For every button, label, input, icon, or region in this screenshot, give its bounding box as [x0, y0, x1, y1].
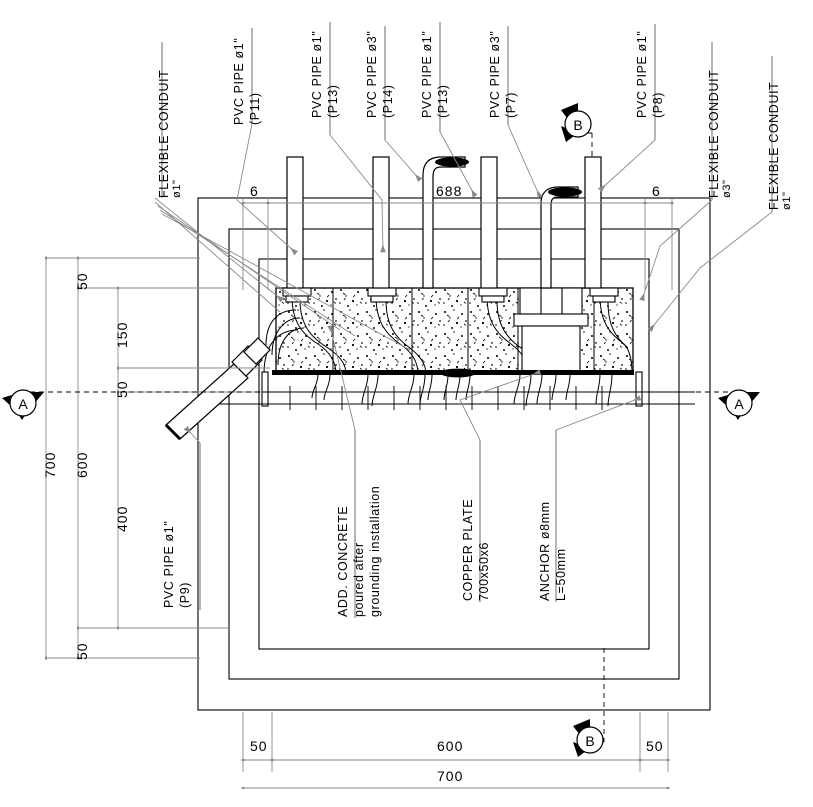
label-flexible-conduit-3in-dia: ø3": [721, 179, 733, 198]
dimension-lines: [45, 198, 674, 789]
dim-left-700: 700: [42, 451, 58, 478]
dim-bottom-600: 600: [437, 738, 464, 754]
vertical-pipes: [286, 156, 602, 289]
dim-left-50-bottom: 50: [74, 642, 90, 660]
dim-left-50-top: 50: [74, 272, 90, 290]
dim-left-400: 400: [114, 505, 130, 532]
label-pvc-p9: PVC PIPE ø1": [162, 520, 176, 608]
dim-left-600: 600: [74, 451, 90, 478]
label-flexible-conduit-left: FLEXIBLE CONDUIT: [157, 69, 171, 198]
label-flexible-conduit-1in: FLEXIBLE CONDUIT: [767, 81, 781, 210]
dim-bottom-50-right: 50: [646, 738, 664, 754]
ground-wires: [311, 374, 613, 407]
label-pvc-p9-tag: (P9): [178, 581, 192, 608]
copper-plate-bar: [272, 368, 634, 378]
label-underline-rules: [161, 22, 773, 618]
svg-text:A: A: [18, 396, 28, 412]
label-pvc-p13-b: PVC PIPE ø1": [420, 30, 434, 118]
label-anchor: ANCHOR ø8mm: [538, 501, 552, 601]
dim-left-150: 150: [114, 321, 130, 348]
label-pvc-p7-tag: (P7): [504, 91, 518, 118]
lower-hatched-band: [213, 386, 695, 410]
dim-bottom-700: 700: [437, 768, 464, 784]
anchor-studs: [261, 371, 643, 407]
dim-bottom-50-left: 50: [250, 738, 268, 754]
dim-top-center-688: 688: [436, 183, 463, 199]
dim-left-50-inner: 50: [114, 380, 130, 398]
label-flexible-conduit-left-dia: ø1": [171, 179, 183, 198]
label-pvc-p14-tag: (P14): [381, 84, 395, 118]
pipe-flange-fittings: [282, 287, 619, 303]
label-copper-plate-size: 700x50x6: [477, 541, 491, 601]
label-pvc-p13-a-tag: (P13): [326, 84, 340, 118]
label-pvc-p11: PVC PIPE ø1": [232, 37, 246, 125]
label-pvc-p8: PVC PIPE ø1": [635, 30, 649, 118]
section-marker-a-left[interactable]: A: [2, 389, 44, 420]
svg-text:B: B: [585, 733, 594, 749]
label-pvc-p8-tag: (P8): [651, 91, 665, 118]
large-fitting-assembly: [513, 287, 589, 375]
svg-text:A: A: [734, 396, 744, 412]
leader-lines: [154, 123, 773, 444]
section-marker-b-bottom[interactable]: B: [573, 719, 604, 757]
section-marker-b-top[interactable]: B: [561, 103, 592, 142]
section-marker-a-right[interactable]: A: [718, 389, 760, 420]
svg-text:B: B: [573, 117, 582, 133]
label-pvc-p7: PVC PIPE ø3": [488, 30, 502, 118]
label-pvc-p13-b-tag: (P13): [436, 84, 450, 118]
pvc-pipe-p9-diagonal: [164, 337, 271, 441]
outer-box-outline: [197, 197, 711, 711]
dim-top-left-6: 6: [250, 183, 259, 199]
label-copper-plate: COPPER PLATE: [461, 498, 475, 601]
label-pvc-p11-tag: (P11): [248, 92, 262, 125]
dim-top-right-6: 6: [652, 183, 661, 199]
label-pvc-p13-a: PVC PIPE ø1": [310, 30, 324, 118]
label-add-concrete-l3: grounding installation: [368, 485, 382, 617]
label-add-concrete: ADD. CONCRETE: [336, 505, 350, 617]
label-pvc-p14: PVC PIPE ø3": [365, 30, 379, 118]
conduit-sweeps-in-concrete: [263, 295, 633, 375]
label-add-concrete-l2: poured after: [352, 542, 366, 617]
pipe-end-caps: [435, 157, 582, 197]
label-flexible-conduit-3in: FLEXIBLE CONDUIT: [707, 69, 721, 198]
label-anchor-length: L=50mm: [554, 548, 568, 601]
label-flexible-conduit-1in-dia: ø1": [781, 191, 793, 210]
